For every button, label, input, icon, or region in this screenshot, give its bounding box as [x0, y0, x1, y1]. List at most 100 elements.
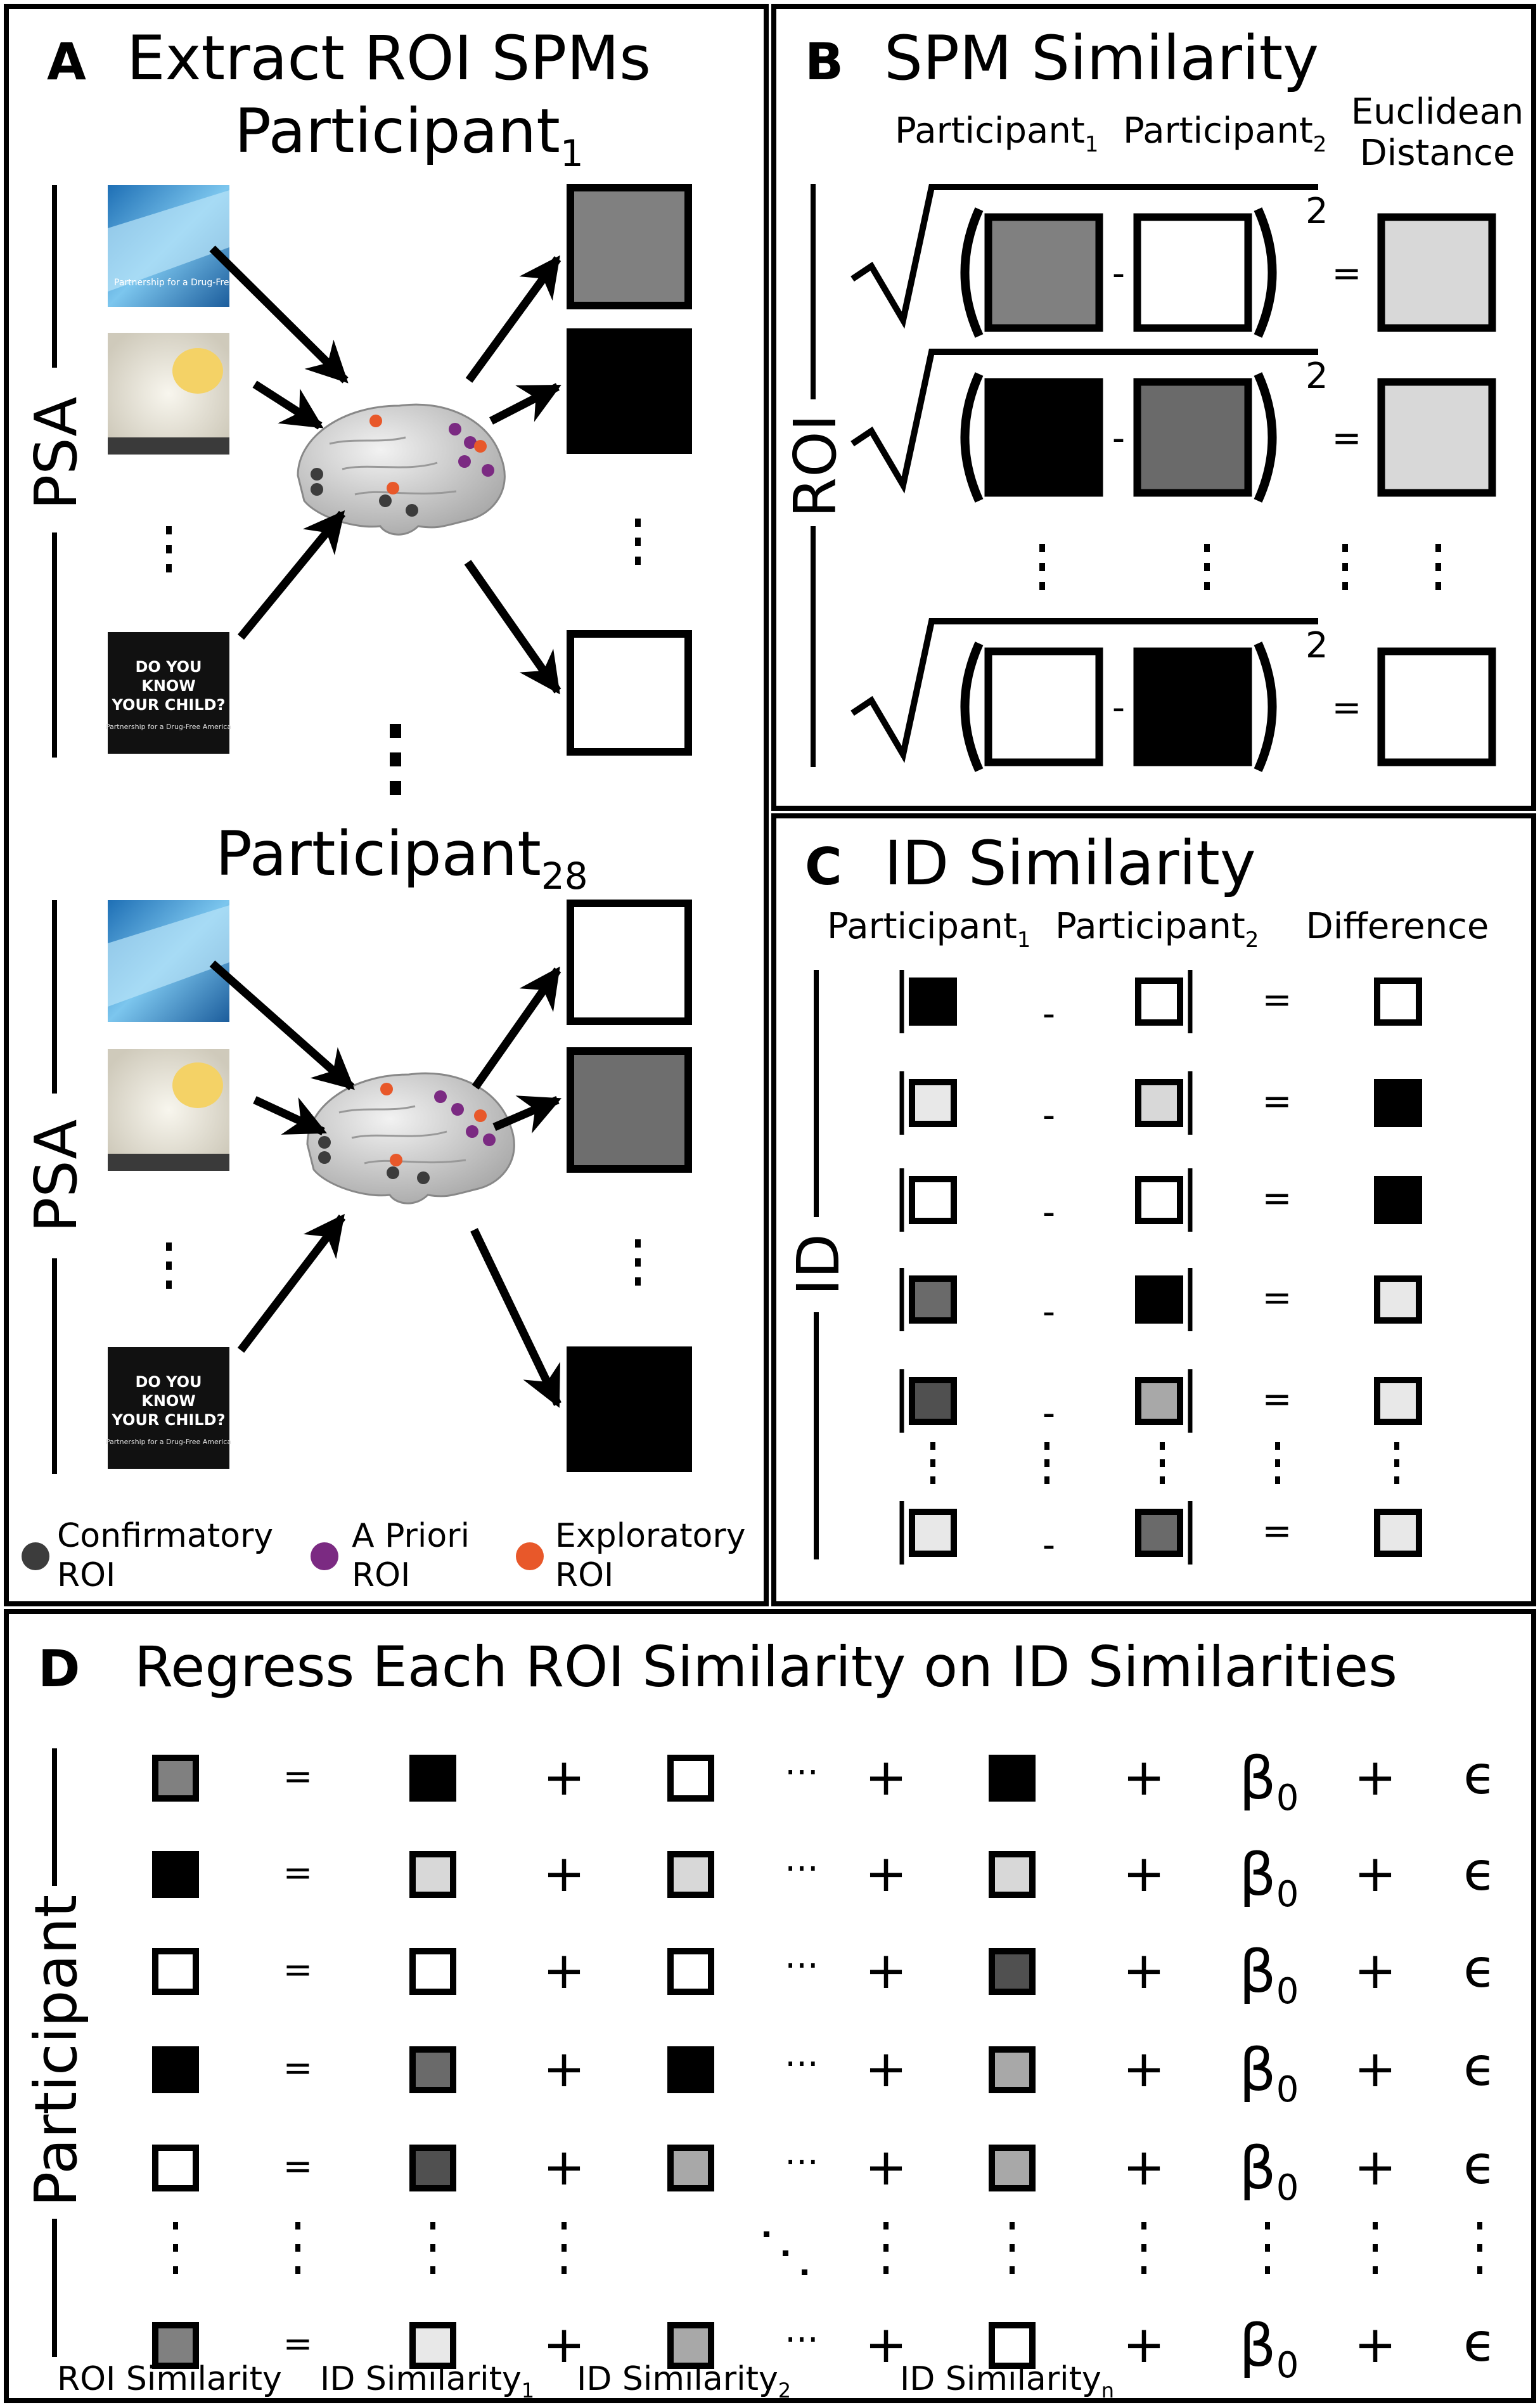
participant1-id-square: [909, 1275, 957, 1324]
stimulus-egg-28: [108, 1049, 229, 1171]
vertical-dot: [173, 2244, 178, 2252]
beta-zero: β0: [1239, 2036, 1299, 2110]
regression-row-1: =+···++β0+ϵ: [152, 1744, 1496, 1819]
spm-dots-28: [635, 1239, 641, 1286]
roi-similarity-square: [152, 2322, 199, 2369]
paren-close: [1254, 207, 1277, 338]
participant2-id-square: [1135, 1509, 1183, 1557]
plus-sign: +: [542, 1844, 585, 1903]
paren-open: [960, 372, 984, 503]
stimulus-poster-1: DO YOU KNOW YOUR CHILD? Partnership for …: [106, 632, 231, 754]
brain-1: [297, 403, 506, 536]
euclidean-distance-square: [1377, 378, 1496, 497]
spm-similarity-rows: -2=-2=-2=: [850, 184, 1496, 772]
regression-row-2: =+···++β0+ϵ: [152, 1840, 1496, 1915]
regression-rows: =+···++β0+ϵ=+···++β0+ϵ=+···++β0+ϵ=+···++…: [152, 1744, 1496, 2386]
sqrt-sign: [850, 184, 1318, 329]
equals-sign: =: [1262, 1379, 1292, 1420]
vertical-dot: [1373, 2244, 1378, 2252]
brain-28: [306, 1072, 515, 1204]
participant1-spm-square: [984, 378, 1103, 497]
panel-c-letter: C: [805, 837, 842, 896]
spm-square-28-2: [567, 1047, 692, 1173]
epsilon: ϵ: [1463, 2311, 1496, 2373]
footer-id-similarity-2: ID Similarity2: [577, 2360, 791, 2403]
plus-sign: +: [542, 2315, 585, 2374]
vertical-dot: [561, 2266, 567, 2274]
panel-a-title: Extract ROI SPMs: [127, 23, 651, 94]
plus-sign: +: [864, 1748, 907, 1807]
legend-exploratory-line2: ROI: [555, 1556, 613, 1594]
id-similarity-n-square: [989, 2322, 1036, 2369]
panel-b-col2: Participant2: [1123, 110, 1326, 157]
squared-exponent: 2: [1306, 356, 1328, 397]
plus-sign: +: [542, 2138, 585, 2197]
vertical-dot: [1265, 2222, 1270, 2230]
plus-sign: +: [1122, 1941, 1165, 2000]
id-similarity-1-square: [409, 1948, 456, 1995]
minus-sign: -: [1043, 1095, 1055, 1136]
panel-b-col3-line2: Distance: [1360, 132, 1515, 174]
panel-c-col2: Participant2: [1055, 906, 1259, 953]
legend-dot-exploratory: [516, 1542, 544, 1570]
id-similarity-1-square: [409, 1851, 456, 1898]
regression-row-5: =+···++β0+ϵ: [152, 2134, 1496, 2209]
plus-sign: +: [1354, 1844, 1396, 1903]
vertical-dot: [883, 2222, 889, 2230]
participant2-spm-square: [1133, 213, 1252, 332]
participant2-id-square: [1135, 1079, 1183, 1127]
id-similarity-rows: -=-=-=-=-=-=: [899, 970, 1422, 1566]
svg-text:KNOW: KNOW: [141, 1392, 196, 1410]
panel-c-col1: Participant1: [827, 906, 1030, 953]
equals-sign: =: [1262, 1277, 1292, 1319]
difference-square: [1374, 1509, 1422, 1557]
diagonal-dot: [764, 2231, 769, 2237]
participant1-id-square: [909, 978, 957, 1026]
minus-sign: -: [1112, 253, 1125, 294]
id-similarity-n-square: [989, 2145, 1036, 2191]
vertical-dot: [173, 2266, 178, 2274]
plus-sign: +: [864, 1844, 907, 1903]
id-similarity-1-square: [409, 2322, 456, 2369]
roi-similarity-square: [152, 2046, 199, 2093]
difference-square: [1374, 1176, 1422, 1224]
plus-sign: +: [1354, 1941, 1396, 2000]
minus-sign: -: [1043, 993, 1055, 1035]
plus-sign: +: [1354, 1748, 1396, 1807]
panel-a-participant-first: Participant1: [234, 96, 584, 175]
ellipsis: ···: [785, 2142, 818, 2183]
stimulus-glass-1: Partnership for a Drug-Free America: [108, 185, 274, 307]
plus-sign: +: [1122, 2315, 1165, 2374]
vertical-dot: [883, 2266, 889, 2274]
spm-dots-1: [635, 519, 641, 565]
vertical-dot: [1373, 2222, 1378, 2230]
spm-square-28-1: [567, 900, 692, 1025]
ellipsis: ···: [785, 2320, 818, 2361]
id-row-1: -=: [899, 970, 1422, 1035]
vertical-dot: [1141, 2222, 1146, 2230]
panel-a-participant-last: Participant28: [215, 818, 588, 898]
euclidean-distance-square: [1377, 213, 1496, 332]
minus-sign: -: [1043, 1525, 1055, 1566]
vertical-dot: [430, 2266, 435, 2274]
stimulus-poster-28: DO YOU KNOW YOUR CHILD? Partnership for …: [106, 1347, 231, 1469]
panel-b-border: [771, 4, 1536, 811]
footer-roi-similarity: ROI Similarity: [57, 2360, 282, 2398]
equals-sign: =: [283, 1949, 313, 1991]
svg-text:DO YOU: DO YOU: [135, 1373, 202, 1391]
ellipsis: ···: [785, 1849, 818, 1890]
plus-sign: +: [1122, 2039, 1165, 2098]
plus-sign: +: [864, 1941, 907, 2000]
participant2-spm-square: [1133, 378, 1252, 497]
equals-sign: =: [283, 2323, 313, 2365]
minus-sign: -: [1043, 1393, 1055, 1434]
id-similarity-2-square: [667, 1755, 714, 1802]
vertical-dot: [1265, 2266, 1270, 2274]
stimulus-glass-28: [108, 900, 229, 1022]
plus-sign: +: [864, 2138, 907, 2197]
minus-sign: -: [1112, 687, 1125, 728]
minus-sign: -: [1043, 1192, 1055, 1233]
participant2-id-square: [1135, 1377, 1183, 1425]
vertical-dot: [430, 2222, 435, 2230]
plus-sign: +: [1354, 2138, 1396, 2197]
